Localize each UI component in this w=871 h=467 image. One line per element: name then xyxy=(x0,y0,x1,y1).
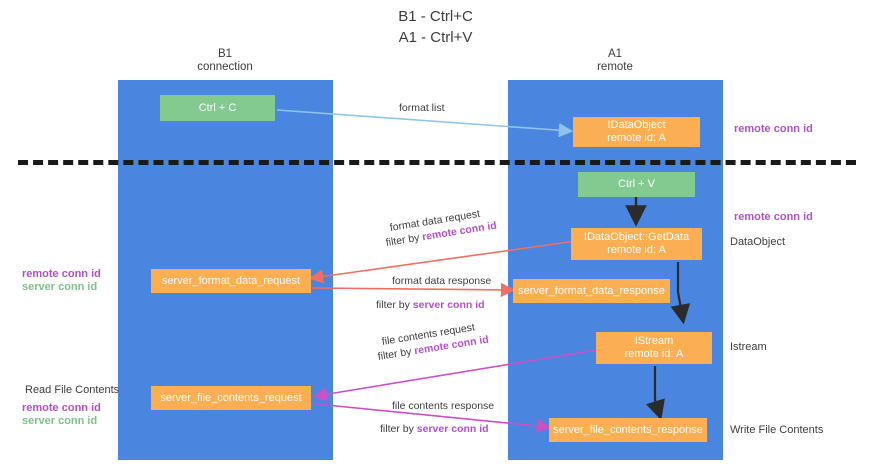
label-remote-conn-id-mid: remote conn id xyxy=(734,211,813,223)
node-idataobject[interactable]: IDataObject remote id: A xyxy=(573,117,700,147)
label-remote-conn-id-top: remote conn id xyxy=(734,123,813,135)
label-left-server-conn-id-1: server conn id xyxy=(22,281,98,293)
label-left-remote-conn-id-1: remote conn id xyxy=(22,268,101,280)
node-getdata[interactable]: IDataObject::GetData remote id: A xyxy=(571,228,702,260)
node-server-file-contents-response-label: server_file_contents_response xyxy=(553,423,703,436)
label-left-remote-conn-id-2: remote conn id xyxy=(22,402,101,414)
filter-server-2-value: server conn id xyxy=(416,423,489,435)
edge-label-format-data-response: format data response xyxy=(392,275,492,287)
node-server-format-data-response-label: server_format_data_response xyxy=(518,284,665,297)
title-line-2: A1 - Ctrl+V xyxy=(398,29,473,46)
node-idataobject-title: IDataObject xyxy=(607,119,666,131)
column-header-b1: B1 connection xyxy=(140,48,310,74)
edge-label-format-list: format list xyxy=(399,102,445,114)
node-istream-sub: remote id: A xyxy=(624,348,684,360)
column-header-a1-name: A1 xyxy=(607,48,623,60)
label-write-file-contents: Write File Contents xyxy=(730,424,824,436)
phase-divider xyxy=(18,160,856,165)
node-ctrl-v[interactable]: Ctrl + V xyxy=(578,172,695,197)
label-istream: Istream xyxy=(730,341,767,353)
node-istream-title: IStream xyxy=(634,335,674,347)
node-istream[interactable]: IStream remote id: A xyxy=(596,332,712,364)
label-dataobject: DataObject xyxy=(730,236,786,248)
page-title: B1 - Ctrl+C A1 - Ctrl+V xyxy=(0,6,871,48)
node-server-file-contents-request-label: server_file_contents_request xyxy=(160,391,302,404)
edge-label-filter-server-2: filter by server conn id xyxy=(380,423,489,436)
node-server-file-contents-request[interactable]: server_file_contents_request xyxy=(151,386,311,410)
filter-server-1-value: server conn id xyxy=(412,299,485,311)
node-ctrl-c-label: Ctrl + C xyxy=(198,101,237,114)
node-idataobject-sub: remote id: A xyxy=(607,132,666,144)
edge-label-filter-server-1: filter by server conn id xyxy=(376,299,485,312)
column-header-b1-role: connection xyxy=(197,61,253,73)
title-line-1: B1 - Ctrl+C xyxy=(398,8,473,25)
column-header-a1: A1 remote xyxy=(530,48,700,74)
column-header-b1-name: B1 xyxy=(217,48,233,60)
node-getdata-title: IDataObject::GetData xyxy=(583,231,690,243)
node-getdata-sub: remote id: A xyxy=(607,244,666,256)
filter-server-1-prefix: filter by xyxy=(376,299,413,311)
node-server-file-contents-response[interactable]: server_file_contents_response xyxy=(549,418,707,442)
filter-server-2-prefix: filter by xyxy=(380,423,417,435)
label-read-file-contents: Read File Contents xyxy=(25,384,120,396)
node-server-format-data-response[interactable]: server_format_data_response xyxy=(513,279,670,303)
label-left-server-conn-id-2: server conn id xyxy=(22,415,98,427)
node-server-format-data-request[interactable]: server_format_data_request xyxy=(151,269,311,293)
column-header-a1-role: remote xyxy=(597,61,633,73)
node-ctrl-c[interactable]: Ctrl + C xyxy=(160,95,275,121)
edge-label-file-contents-response: file contents response xyxy=(392,400,495,412)
node-server-format-data-request-label: server_format_data_request xyxy=(161,274,301,287)
node-ctrl-v-label: Ctrl + V xyxy=(618,178,655,190)
